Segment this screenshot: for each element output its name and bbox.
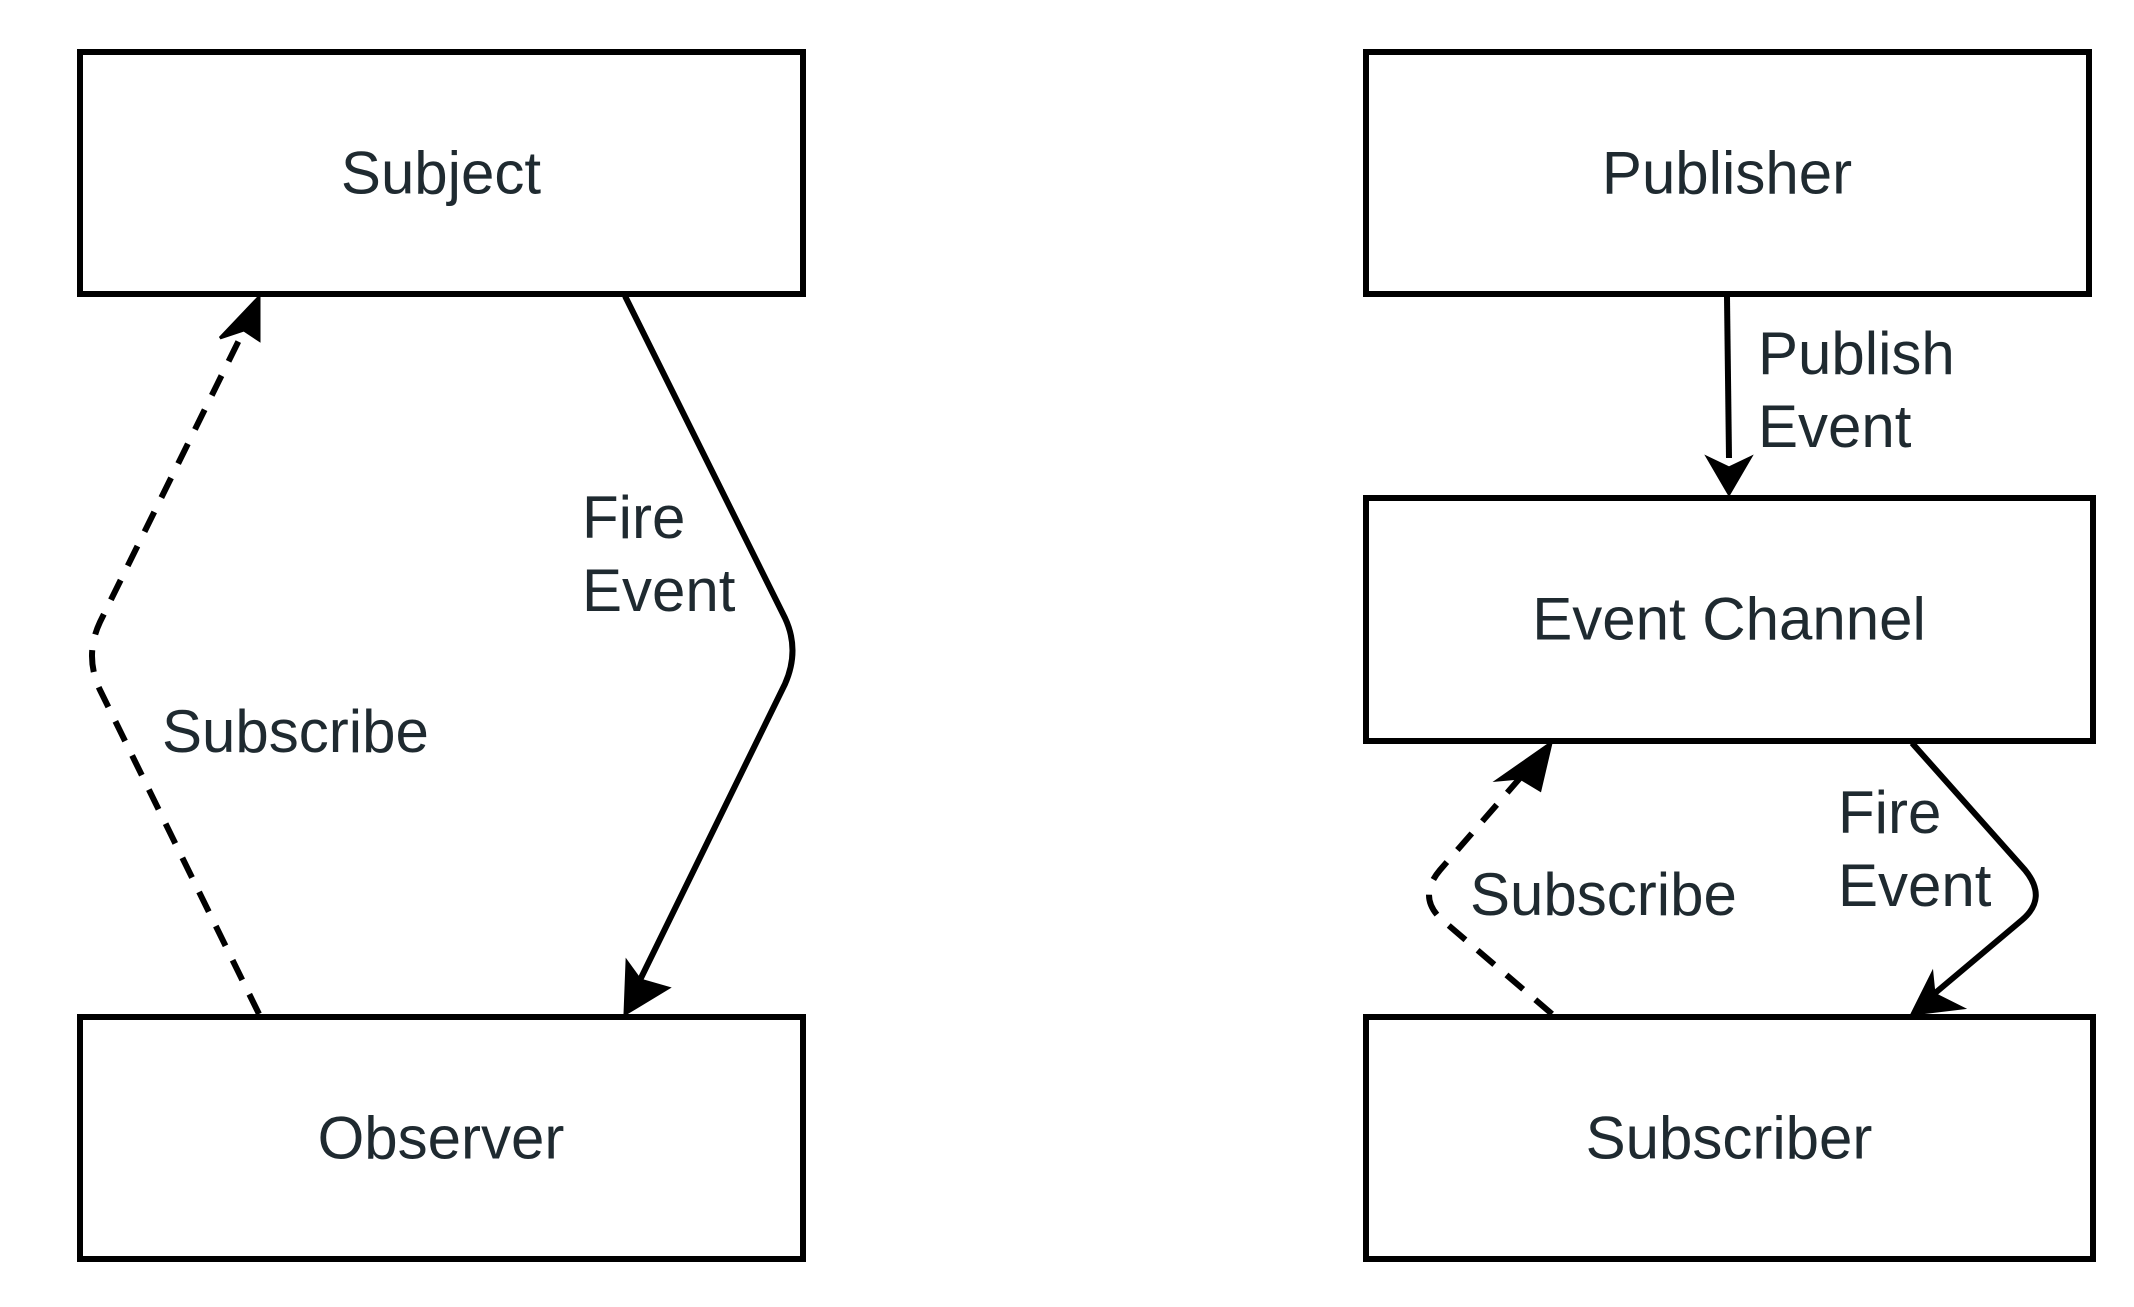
publisher-node[interactable]: Publisher (1363, 49, 2092, 297)
subject-box (77, 49, 806, 297)
fire-event-arrowhead (623, 957, 672, 1017)
publisher-label: Publisher (1602, 140, 1852, 207)
fire-event-label-line-2: Event (582, 557, 736, 624)
publish-event-line (1724, 296, 1732, 459)
subscriber-box (1363, 1014, 2096, 1262)
channel-subscribe-edge: Subscribe (1426, 739, 1737, 1017)
subject-label: Subject (341, 140, 541, 207)
observer-box (77, 1014, 806, 1262)
channel-fire-event-label-line-1: Fire (1838, 779, 1941, 846)
subscribe-arrowhead (218, 293, 261, 343)
fire-event-label: Fire Event (582, 484, 736, 624)
channel-subscribe-label: Subscribe (1470, 861, 1737, 928)
subscribe-line (89, 328, 262, 1016)
fire-event-edge: Fire Event (582, 294, 796, 1017)
fire-event-line (622, 294, 796, 982)
event-channel-box (1363, 495, 2096, 744)
subject-node[interactable]: Subject (77, 49, 806, 297)
channel-fire-event-arrowhead (1909, 968, 1968, 1016)
observer-label: Observer (318, 1105, 565, 1172)
channel-fire-event-label-line-2: Event (1838, 852, 1992, 919)
publisher-box (1363, 49, 2092, 297)
publish-event-label-line-2: Event (1758, 393, 1912, 460)
publish-event-label: Publish Event (1758, 320, 1971, 460)
event-channel-node[interactable]: Event Channel (1363, 495, 2096, 744)
channel-fire-event-edge: Fire Event (1838, 741, 2039, 1016)
publish-event-arrowhead (1704, 454, 1754, 497)
channel-fire-event-label: Fire Event (1838, 779, 1992, 919)
channel-fire-event-line (1909, 741, 2039, 997)
subscribe-edge: Subscribe (89, 293, 429, 1016)
observer-pattern-diagram: Subject Observer Fire Event Subscribe (77, 49, 806, 1262)
observer-node[interactable]: Observer (77, 1014, 806, 1262)
subscribe-label: Subscribe (162, 698, 429, 765)
pubsub-pattern-diagram: Publisher Event Channel Subscriber Publi… (1363, 49, 2096, 1262)
publish-event-edge: Publish Event (1704, 296, 1971, 497)
fire-event-label-line-1: Fire (582, 484, 685, 551)
publish-event-label-line-1: Publish (1758, 320, 1955, 387)
subscriber-node[interactable]: Subscriber (1363, 1014, 2096, 1262)
channel-subscribe-arrowhead (1492, 739, 1554, 793)
event-channel-label: Event Channel (1532, 586, 1926, 653)
channel-subscribe-line (1426, 776, 1554, 1017)
subscriber-label: Subscriber (1586, 1105, 1873, 1172)
